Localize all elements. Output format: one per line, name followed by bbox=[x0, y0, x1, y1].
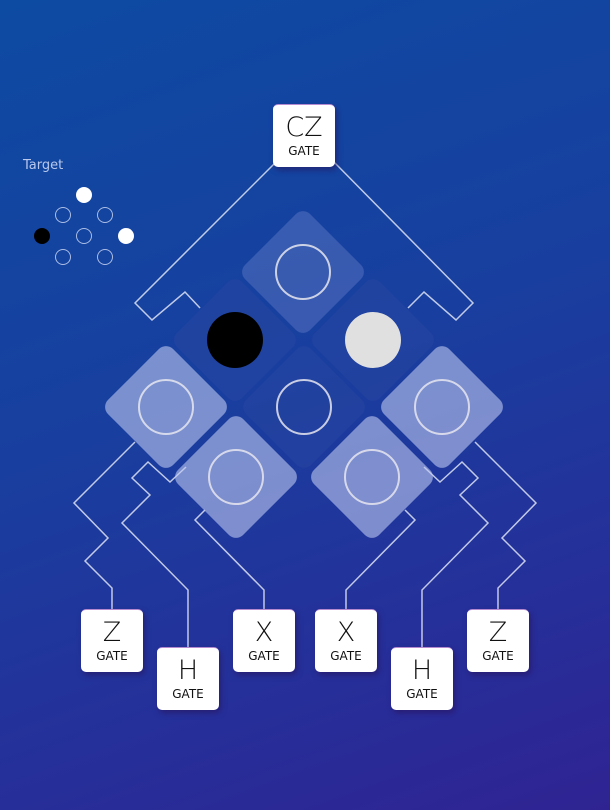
gate-label: GATE bbox=[248, 649, 280, 663]
qubit-empty bbox=[138, 379, 194, 435]
gate-label: GATE bbox=[482, 649, 514, 663]
qubit-empty bbox=[276, 379, 332, 435]
target-label: Target bbox=[23, 158, 64, 173]
gate-label: GATE bbox=[96, 649, 128, 663]
gate-symbol: Z bbox=[488, 617, 508, 648]
wire-h-left bbox=[120, 460, 189, 648]
wire-x-left bbox=[193, 509, 265, 610]
wire-x-right bbox=[345, 509, 417, 610]
qubit-empty bbox=[208, 449, 264, 505]
gate-label: GATE bbox=[330, 649, 362, 663]
gate-symbol: X bbox=[254, 617, 274, 648]
gate-label: GATE bbox=[406, 687, 438, 701]
qubit-empty bbox=[414, 379, 470, 435]
wire-z-right bbox=[474, 441, 538, 610]
wire-z-left bbox=[72, 441, 136, 610]
qubit-white bbox=[345, 312, 401, 368]
qubit-empty bbox=[344, 449, 400, 505]
gate-symbol: H bbox=[411, 655, 433, 686]
target-dot-empty bbox=[76, 228, 92, 244]
gate-symbol: Z bbox=[102, 617, 122, 648]
target-dot-empty bbox=[97, 207, 113, 223]
wire-h-right bbox=[421, 460, 490, 648]
target-dot-empty bbox=[97, 249, 113, 265]
qubit-empty bbox=[275, 244, 331, 300]
wire-cz-left bbox=[133, 159, 279, 322]
wire-cz-right bbox=[331, 159, 475, 322]
gate-symbol: X bbox=[336, 617, 356, 648]
gate-label: GATE bbox=[172, 687, 204, 701]
qubit-black bbox=[207, 312, 263, 368]
target-dot-black bbox=[34, 228, 50, 244]
gate-label: GATE bbox=[288, 144, 320, 158]
gate-symbol: CZ bbox=[285, 112, 323, 143]
gate-symbol: H bbox=[177, 655, 199, 686]
target-dot-white bbox=[76, 187, 92, 203]
target-dot-empty bbox=[55, 249, 71, 265]
target-dot-empty bbox=[55, 207, 71, 223]
target-dot-white bbox=[118, 228, 134, 244]
